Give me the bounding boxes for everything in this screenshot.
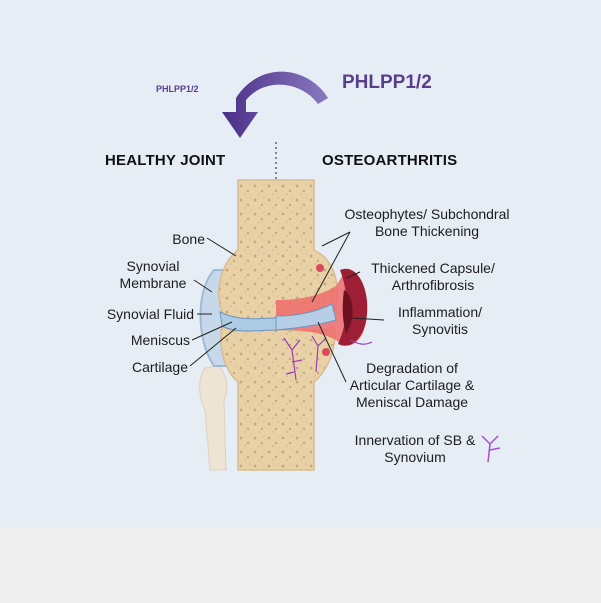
label-thickened-capsule: Thickened Capsule/ Arthrofibrosis — [362, 260, 504, 294]
phlpp-large-label: PHLPP1/2 — [342, 72, 432, 94]
label-inflammation: Inflammation/ Synovitis — [386, 304, 494, 338]
curved-arrow-icon — [222, 72, 328, 138]
label-innervation: Innervation of SB & Synovium — [344, 432, 486, 466]
label-osteophytes-line1: Osteophytes/ Subchondral — [332, 206, 522, 223]
label-inflammation-line2: Synovitis — [386, 321, 494, 338]
label-innervation-line2: Synovium — [344, 449, 486, 466]
phlpp-small-label: PHLPP1/2 — [156, 84, 199, 94]
label-capsule-line2: Arthrofibrosis — [362, 277, 504, 294]
label-degradation-line3: Meniscal Damage — [340, 394, 484, 411]
label-degradation-line1: Degradation of — [340, 360, 484, 377]
label-bone: Bone — [130, 231, 205, 248]
label-synovial-fluid: Synovial Fluid — [80, 306, 194, 323]
label-degradation: Degradation of Articular Cartilage & Men… — [340, 360, 484, 411]
label-osteophytes-line2: Bone Thickening — [332, 223, 522, 240]
label-osteophytes: Osteophytes/ Subchondral Bone Thickening — [332, 206, 522, 240]
diagram-panel: PHLPP1/2 PHLPP1/2 HEALTHY JOINT OSTEOART… — [0, 0, 601, 527]
osteoarthritis-title: OSTEOARTHRITIS — [322, 152, 457, 169]
label-innervation-line1: Innervation of SB & — [344, 432, 486, 449]
label-meniscus: Meniscus — [100, 332, 190, 349]
label-synovial-membrane: Synovial Membrane — [110, 258, 196, 292]
label-capsule-line1: Thickened Capsule/ — [362, 260, 504, 277]
label-synovial-membrane-line2: Membrane — [110, 275, 196, 292]
healthy-joint-title: HEALTHY JOINT — [105, 152, 225, 169]
label-synovial-membrane-line1: Synovial — [110, 258, 196, 275]
joint-illustration — [0, 0, 601, 527]
fibula — [200, 366, 227, 470]
label-inflammation-line1: Inflammation/ — [386, 304, 494, 321]
label-degradation-line2: Articular Cartilage & — [340, 377, 484, 394]
label-cartilage: Cartilage — [100, 359, 188, 376]
